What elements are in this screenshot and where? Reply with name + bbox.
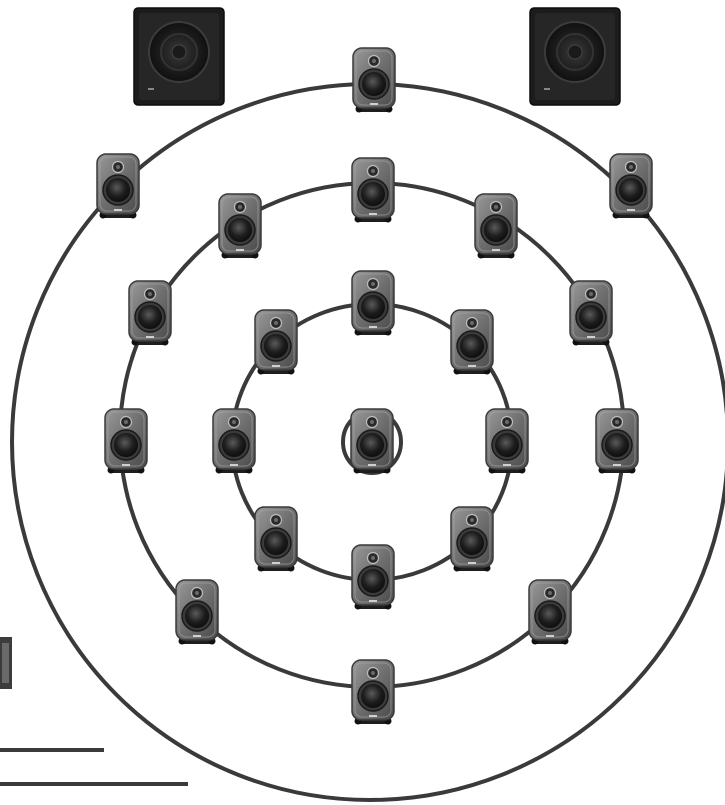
speaker-outer-right-top bbox=[610, 154, 652, 219]
speaker-top-center bbox=[353, 48, 395, 113]
speaker-inner-upper-left bbox=[255, 310, 297, 375]
subwoofer-left bbox=[134, 8, 224, 105]
speaker-middle-upper-left bbox=[219, 194, 261, 259]
speaker-outer-left-top bbox=[97, 154, 139, 219]
speaker-inner-upper-right bbox=[451, 310, 493, 375]
speaker-middle-left bbox=[105, 409, 147, 474]
speaker-inner-lower-right bbox=[451, 507, 493, 572]
speaker-inner-right bbox=[486, 409, 528, 474]
speaker-middle-upper-right bbox=[475, 194, 517, 259]
speaker-middle-lower-right bbox=[529, 580, 571, 645]
subwoofer-right bbox=[530, 8, 620, 105]
speaker-inner-lower-left bbox=[255, 507, 297, 572]
speaker-middle-right bbox=[596, 409, 638, 474]
speaker-middle-bottom bbox=[352, 660, 394, 725]
speaker-middle-lower-left bbox=[176, 580, 218, 645]
speaker-inner-top bbox=[352, 271, 394, 336]
edge-device-face bbox=[2, 643, 9, 683]
speakers-group bbox=[97, 48, 652, 725]
speaker-middle-right-upper bbox=[570, 281, 612, 346]
speaker-middle-left-upper bbox=[129, 281, 171, 346]
guide-lines bbox=[0, 637, 188, 784]
speaker-inner-bottom bbox=[352, 545, 394, 610]
speaker-center bbox=[351, 409, 393, 474]
speaker-middle-top bbox=[352, 158, 394, 223]
speaker-inner-left bbox=[213, 409, 255, 474]
